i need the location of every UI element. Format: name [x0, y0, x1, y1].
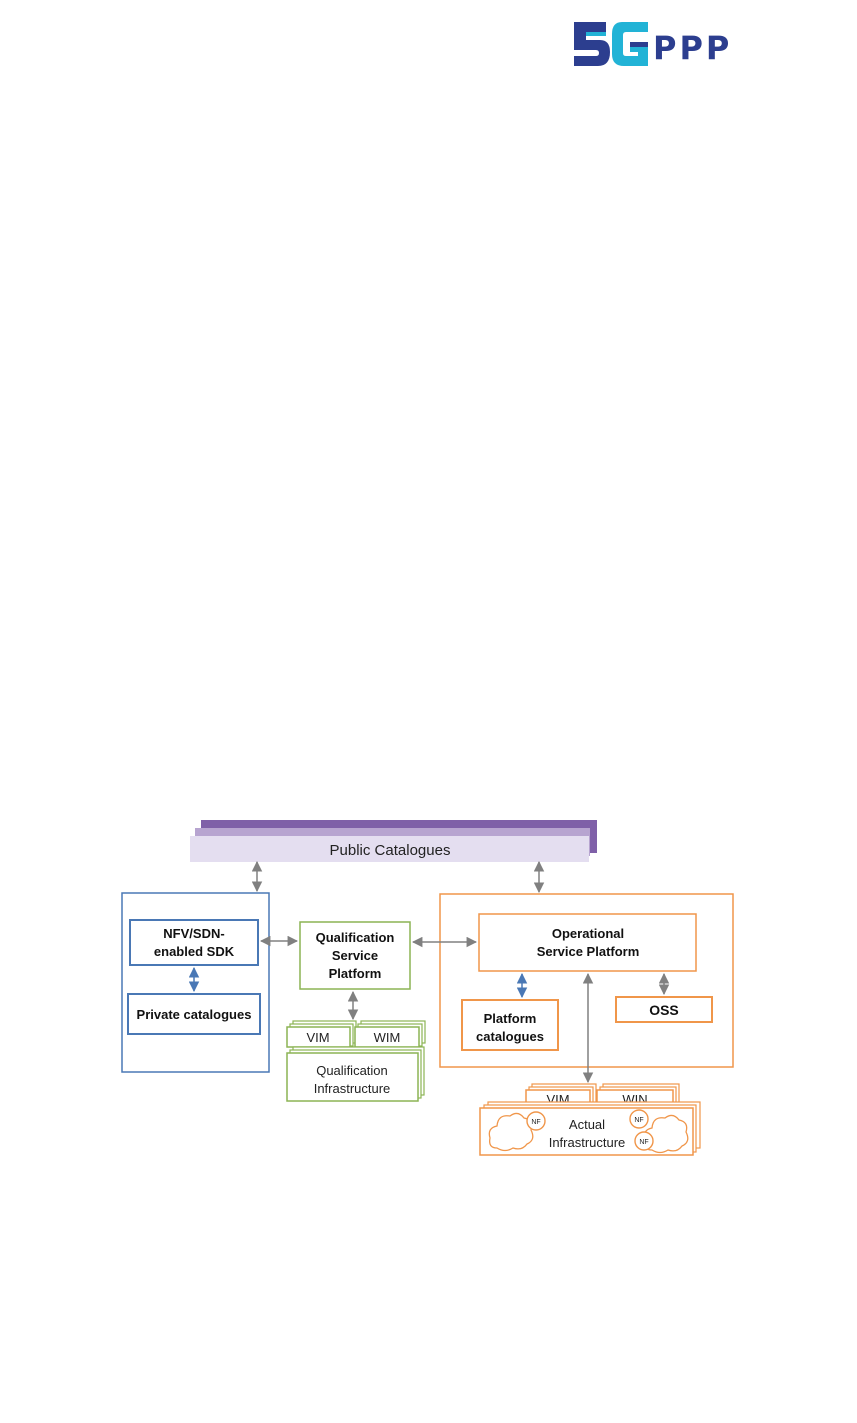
- nf-circle-1: NF: [526, 1111, 546, 1131]
- qualification-infrastructure: VIM WIM Qualification Infrastructure: [286, 1020, 426, 1102]
- osp-label-2: Service Platform: [537, 944, 640, 959]
- oss-label: OSS: [649, 1002, 679, 1018]
- 5g-ppp-logo: PPP: [570, 20, 770, 72]
- cloud-left: [488, 1112, 534, 1152]
- q-infra-label-1: Qualification: [316, 1063, 388, 1078]
- a-infra-label-1: Actual: [569, 1117, 605, 1132]
- private-catalogues-box: [127, 993, 261, 1035]
- q-vim-label: VIM: [306, 1030, 329, 1045]
- osp-label-1: Operational: [552, 926, 624, 941]
- private-catalogues-label: Private catalogues: [137, 1007, 252, 1022]
- public-catalogues-label: Public Catalogues: [330, 842, 451, 859]
- nf-circle-3: NF: [634, 1131, 654, 1151]
- osp-box: [478, 913, 697, 972]
- qsp-label-1: Qualification: [316, 930, 395, 945]
- oss-box: [615, 996, 713, 1023]
- svg-text:NF: NF: [531, 1119, 540, 1126]
- connector-arrows: [251, 860, 670, 1084]
- qualification-service-platform: Qualification Service Platform: [299, 921, 411, 990]
- platform-catalogues-box: [461, 999, 559, 1051]
- a-infra-label-2: Infrastructure: [549, 1135, 626, 1150]
- platform-catalogues-label-1: Platform: [484, 1011, 537, 1026]
- architecture-diagram: Public Catalogues NFV/SDN- enabled SDK P…: [121, 820, 734, 1156]
- svg-text:NF: NF: [634, 1117, 643, 1124]
- public-catalogues: Public Catalogues: [190, 820, 597, 862]
- sdk-area: NFV/SDN- enabled SDK Private catalogues: [121, 892, 270, 1073]
- logo-text: PPP: [653, 29, 733, 67]
- nf-circle-2: NF: [629, 1109, 649, 1129]
- sdk-label-2: enabled SDK: [154, 944, 235, 959]
- q-wim-label: WIM: [374, 1030, 401, 1045]
- qsp-label-3: Platform: [329, 966, 382, 981]
- sdk-box: [129, 919, 259, 966]
- 5g-logo-mark: [574, 22, 648, 66]
- sdk-label-1: NFV/SDN-: [163, 926, 224, 941]
- platform-catalogues-label-2: catalogues: [476, 1029, 544, 1044]
- qsp-label-2: Service: [332, 948, 378, 963]
- actual-infrastructure: VIM WIN NF NF NF Actual Infrastructure: [479, 1083, 701, 1156]
- svg-text:NF: NF: [639, 1139, 648, 1146]
- operational-area: Operational Service Platform Platform ca…: [439, 893, 734, 1068]
- q-infra-label-2: Infrastructure: [314, 1081, 391, 1096]
